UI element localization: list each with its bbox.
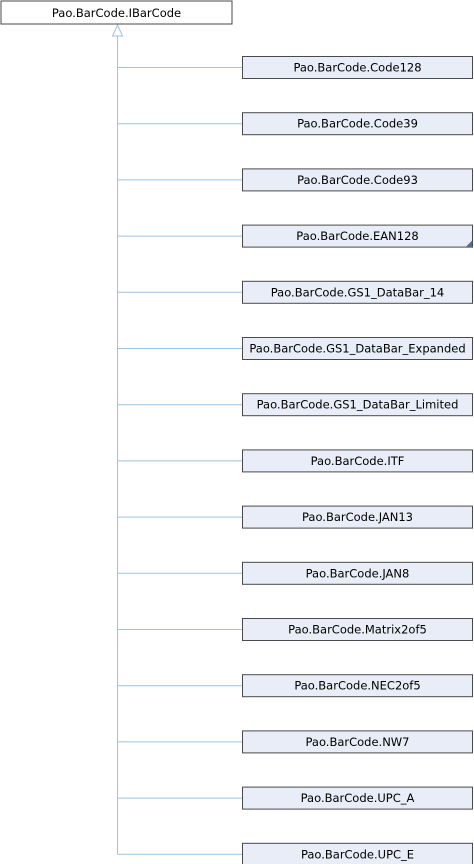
derived-class-label: Pao.BarCode.GS1_DataBar_Limited [257,398,459,412]
derived-class-box [242,393,473,417]
derived-class-node[interactable]: Pao.BarCode.ITF [242,449,473,473]
derived-class-node[interactable]: Pao.BarCode.JAN8 [242,561,473,585]
base-class-node[interactable]: Pao.BarCode.IBarCode [0,0,233,25]
derived-class-box [242,730,473,754]
derived-class-node[interactable]: Pao.BarCode.JAN13 [242,505,473,529]
base-class-label: Pao.BarCode.IBarCode [52,6,181,20]
inheritance-edges [111,23,243,855]
derived-class-label: Pao.BarCode.JAN13 [302,510,413,524]
derived-class-node[interactable]: Pao.BarCode.GS1_DataBar_14 [242,280,473,304]
derived-class-label: Pao.BarCode.ITF [311,454,405,468]
derived-class-node[interactable]: Pao.BarCode.GS1_DataBar_Limited [242,393,473,417]
derived-class-label: Pao.BarCode.Code39 [297,117,418,131]
derived-class-box [242,674,473,698]
derived-class-node[interactable]: Pao.BarCode.UPC_A [242,786,473,810]
derived-class-label: Pao.BarCode.Code93 [297,173,418,187]
derived-class-box [242,337,473,360]
derived-class-label: Pao.BarCode.NW7 [305,735,409,749]
derived-class-node[interactable]: Pao.BarCode.Code39 [242,112,473,136]
derived-class-box [242,224,473,248]
derived-class-node[interactable]: Pao.BarCode.NW7 [242,730,473,754]
derived-class-box [242,618,473,641]
derived-class-box [242,505,473,529]
derived-class-label: Pao.BarCode.EAN128 [296,229,418,243]
derived-class-label: Pao.BarCode.NEC2of5 [294,679,420,693]
derived-class-box [242,561,473,585]
derived-class-node[interactable]: Pao.BarCode.Code93 [242,168,473,192]
derived-class-box [242,112,473,136]
derived-class-node[interactable]: Pao.BarCode.UPC_E [242,842,473,864]
derived-class-box [242,449,473,473]
derived-class-box [242,168,473,192]
derived-class-box [242,786,473,810]
derived-class-label: Pao.BarCode.GS1_DataBar_14 [271,285,445,299]
derived-class-node[interactable]: Pao.BarCode.GS1_DataBar_Expanded [242,337,473,360]
inheritance-arrowhead [111,23,124,37]
derived-class-box [242,842,473,864]
more-children-marker [466,240,472,247]
derived-class-label: Pao.BarCode.Code128 [293,61,421,75]
derived-class-node[interactable]: Pao.BarCode.NEC2of5 [242,674,473,698]
derived-class-nodes: Pao.BarCode.Code128Pao.BarCode.Code39Pao… [242,56,473,864]
derived-class-node[interactable]: Pao.BarCode.Code128 [242,56,473,79]
derived-class-label: Pao.BarCode.UPC_E [301,847,414,861]
base-class-box [0,0,233,25]
derived-class-node[interactable]: Pao.BarCode.EAN128 [242,224,473,248]
derived-class-box [242,280,473,304]
derived-class-label: Pao.BarCode.UPC_A [301,791,415,805]
derived-class-label: Pao.BarCode.Matrix2of5 [288,623,427,637]
derived-class-box [242,56,473,79]
derived-class-label: Pao.BarCode.GS1_DataBar_Expanded [249,342,465,356]
derived-class-node[interactable]: Pao.BarCode.Matrix2of5 [242,618,473,641]
derived-class-label: Pao.BarCode.JAN8 [306,566,410,580]
